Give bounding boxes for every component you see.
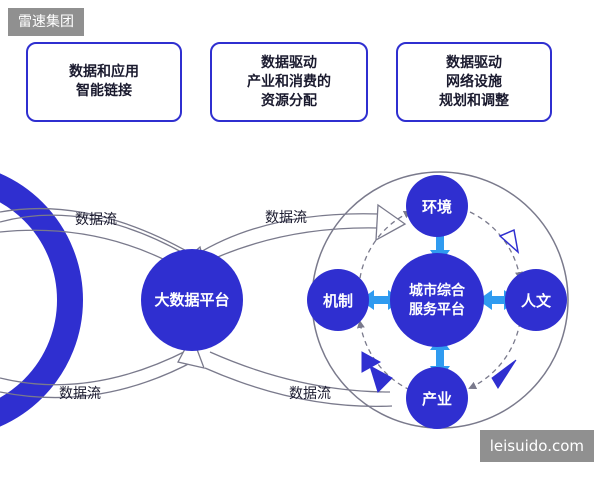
flow-band-lower-left (0, 334, 206, 399)
box-2-line-2: 产业和消费的 (247, 73, 331, 90)
cycle-arrowheads (361, 228, 520, 393)
node-humanities: 人文 (505, 269, 567, 331)
node-mechanism-label: 机制 (323, 292, 353, 310)
box-2-line-3: 资源分配 (261, 92, 317, 109)
box-2-line-1: 数据驱动 (261, 54, 317, 71)
node-mechanism: 机制 (307, 269, 369, 331)
box-1-line-2: 智能链接 (76, 83, 132, 99)
flow-band-lower-right (204, 351, 393, 407)
dashed-cycle (356, 210, 523, 391)
flow-label-lower-right: 数据流 (289, 386, 331, 402)
node-city-platform: 城市综合 服务平台 (390, 253, 484, 347)
node-environment: 环境 (406, 175, 468, 237)
node-industry: 产业 (406, 367, 468, 429)
node-city-platform-label-1: 城市综合 (409, 282, 466, 299)
flow-label-upper-left: 数据流 (75, 212, 117, 228)
left-ring (0, 173, 83, 427)
node-big-data-platform: 大数据平台 (141, 249, 243, 351)
box-1-line-1: 数据和应用 (69, 64, 139, 80)
flow-label-lower-left: 数据流 (59, 386, 101, 402)
node-big-data-platform-label: 大数据平台 (154, 291, 229, 309)
node-humanities-label: 人文 (521, 292, 552, 310)
watermark-site: leisuido.com (479, 430, 594, 462)
box-resource-allocation: 数据驱动 产业和消费的 资源分配 (210, 42, 368, 122)
node-industry-label: 产业 (422, 390, 452, 408)
box-3-line-3: 规划和调整 (439, 92, 509, 109)
node-city-platform-label-2: 服务平台 (409, 301, 465, 318)
box-data-app-linking: 数据和应用 智能链接 (26, 42, 182, 122)
flow-band-upper-right (184, 203, 407, 266)
box-network-planning: 数据驱动 网络设施 规划和调整 (396, 42, 552, 122)
box-3-line-2: 网络设施 (446, 73, 502, 90)
watermark-brand: 雷速集团 (8, 8, 84, 36)
box-3-line-1: 数据驱动 (446, 54, 502, 71)
node-environment-label: 环境 (422, 198, 452, 216)
flow-label-upper-right: 数据流 (265, 210, 307, 226)
